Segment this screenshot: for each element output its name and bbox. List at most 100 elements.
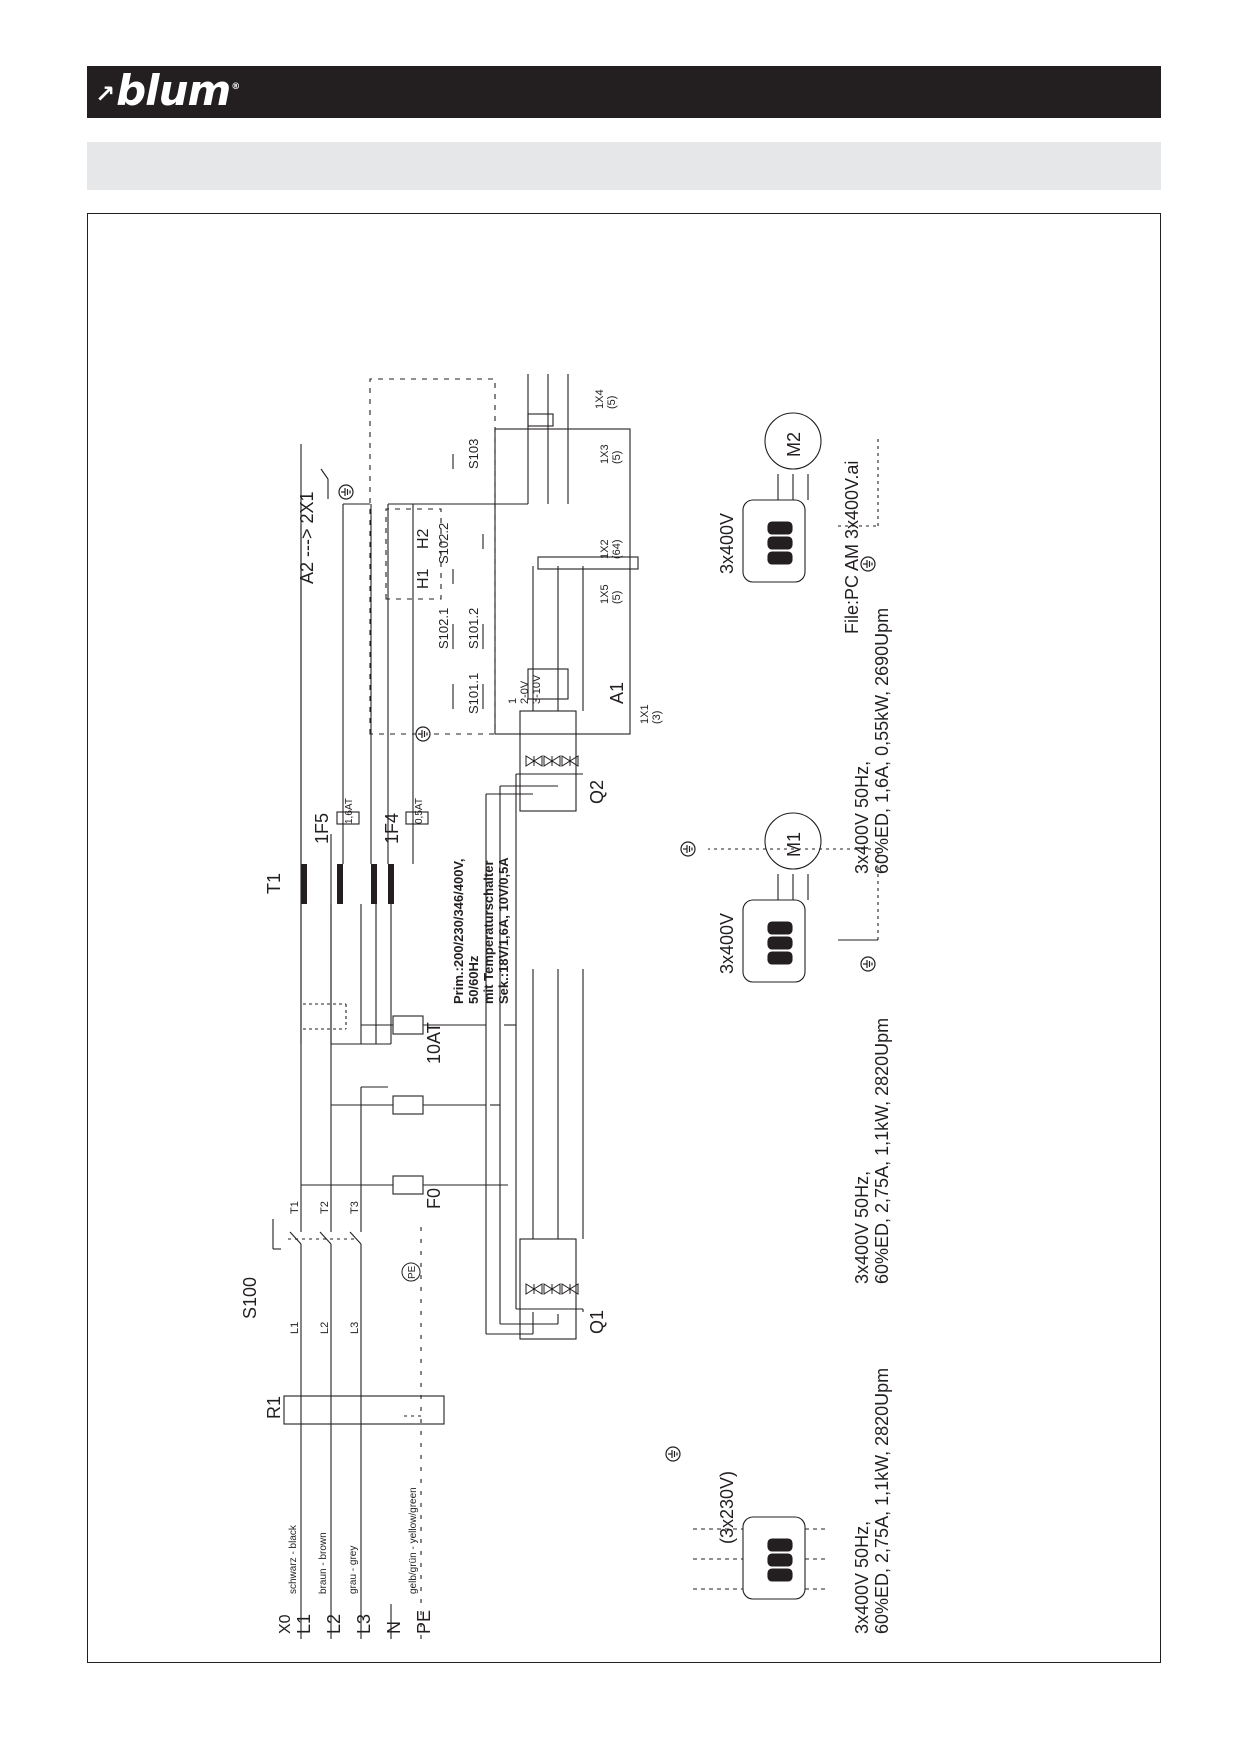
x0-color-pe: gelb/grün - yellow/green [408, 1487, 419, 1594]
f0-label: F0 [424, 1188, 444, 1209]
s102-1-label: S102.1 [436, 608, 451, 649]
x0-label: X0 [277, 1614, 294, 1634]
q2-thyristor-icons [525, 755, 579, 767]
m1-label: M1 [784, 832, 804, 857]
x0-line-label-l3: L3 [354, 1614, 374, 1634]
pe-badge-label: PE [407, 1265, 418, 1279]
header-bar: ↗blum® [87, 66, 1161, 118]
x1-sub: (3) [651, 711, 663, 724]
a1-board [494, 413, 639, 735]
f5-rating: 1,6AT [344, 798, 355, 824]
x2-sub: (64) [611, 539, 623, 559]
x4-sub: (5) [606, 396, 618, 409]
m1-spec-line1: 3x400V 50Hz, [852, 1171, 872, 1284]
s100-out-t2: T2 [319, 1201, 331, 1214]
t1-spec-line3: mit Temperaturschalter [481, 860, 496, 1004]
control-ground-icon [338, 484, 354, 500]
m1-spec-line2: 60%ED, 2,75A, 1,1kW, 2820Upm [872, 1018, 892, 1284]
t1-ground-icon [415, 726, 431, 742]
q2-contactor [519, 566, 584, 812]
file-label: File:PC AM 3x400V.ai [842, 461, 862, 634]
m2-spec-line1: 3x400V 50Hz, [852, 761, 872, 874]
contactor-feed-buses [485, 773, 583, 1335]
title-band [87, 142, 1161, 190]
t1-transformer [300, 504, 429, 1045]
m2-terminal-box [742, 474, 809, 583]
logo-arrow-icon: ↗ [95, 79, 115, 108]
m1-frame-ground-icon [680, 841, 696, 857]
drawing-frame: X0 L1 L2 L3 N PE schwarz - black braun -… [87, 213, 1161, 1663]
alt-terminal-box [693, 1516, 828, 1600]
m1-ground-icon [860, 956, 876, 972]
x0-line-label-l2: L2 [324, 1614, 344, 1634]
x5-label: 1X5 [599, 584, 611, 604]
alt-ground-icon [665, 1446, 681, 1462]
m1-voltage: 3x400V [717, 913, 737, 974]
x2-label: 1X2 [599, 539, 611, 559]
q1-label: Q1 [587, 1310, 607, 1334]
x1-pin-3: 3-10V [531, 674, 543, 704]
f4-label: 1F4 [382, 813, 402, 844]
x1-label: 1X1 [639, 704, 651, 724]
a1-label: A1 [607, 682, 627, 704]
t1-label: T1 [264, 873, 284, 894]
f0-fuses [301, 1015, 486, 1195]
s100-out-t3: T3 [349, 1201, 361, 1214]
s101-1-label: S101.1 [466, 673, 481, 714]
x0-line-label-l1: L1 [294, 1614, 314, 1634]
m1-terminal-box [742, 874, 809, 983]
s101-2-label: S101.2 [466, 608, 481, 649]
alt-spec-line2: 60%ED, 2,75A, 1,1kW, 2820Upm [872, 1368, 892, 1634]
m2-label: M2 [784, 432, 804, 457]
m1-motor [764, 812, 822, 870]
h1-label: H1 [415, 568, 432, 589]
x4-label: 1X4 [594, 389, 606, 409]
h2-label: H2 [415, 528, 432, 549]
s100-in-l2: L2 [319, 1322, 331, 1334]
registered-mark-icon: ® [231, 82, 240, 92]
x0-color-grey: grau - grey [348, 1546, 359, 1594]
logo-text: blum [116, 66, 231, 115]
x3-label: 1X3 [599, 444, 611, 464]
x1-pin-2: 2-0V [519, 680, 531, 704]
s100-in-l3: L3 [349, 1322, 361, 1334]
m2-voltage: 3x400V [717, 513, 737, 574]
m2-spec-line2: 60%ED, 1,6A, 0,55kW, 2690Upm [872, 608, 892, 874]
t1-spec-line4: Sek.:18V/1,6A, 10V/0,5A [496, 857, 511, 1004]
control-switches [452, 454, 484, 709]
f4-rating: 0,5AT [414, 798, 425, 824]
s102-2-label: S102.2 [436, 523, 451, 564]
alt-voltage: (3x230V) [717, 1471, 737, 1544]
q1-thyristor-icons [525, 1283, 579, 1295]
a2-output-line [300, 444, 329, 504]
q1-contactor [519, 969, 584, 1340]
control-wiring [343, 374, 569, 505]
control-box [369, 378, 496, 735]
x0-color-black: schwarz - black [288, 1524, 299, 1594]
x0-color-brown: braun - brown [318, 1532, 329, 1594]
m2-motor [764, 412, 822, 470]
m2-ground-icon [860, 556, 876, 572]
alt-spec-line1: 3x400V 50Hz, [852, 1521, 872, 1634]
s100-out-t1: T1 [289, 1201, 301, 1214]
output-label: A2 ---> 2X1 [297, 491, 317, 584]
x0-line-label-pe: PE [414, 1610, 434, 1634]
x1-pin-1: 1 [507, 698, 519, 704]
x5-sub: (5) [611, 591, 623, 604]
t1-spec-line1: Prim.:200/230/346/400V, [451, 858, 466, 1004]
r1-label: R1 [264, 1396, 284, 1419]
wiring-diagram: X0 L1 L2 L3 N PE schwarz - black braun -… [240, 374, 892, 1639]
pe-badge-icon [401, 1262, 421, 1282]
s100-label: S100 [240, 1277, 260, 1319]
mains-wiring [272, 524, 422, 1639]
f5-label: 1F5 [312, 813, 332, 844]
f0-rating: 10AT [424, 1022, 444, 1064]
x3-sub: (5) [611, 451, 623, 464]
blum-logo: ↗blum® [95, 66, 240, 117]
s103-label: S103 [466, 439, 481, 469]
t1-spec-line2: 50/60Hz [466, 955, 481, 1004]
r1-resistor [283, 1395, 445, 1425]
s100-in-l1: L1 [289, 1322, 301, 1334]
x0-line-label-n: N [384, 1621, 404, 1634]
q2-label: Q2 [587, 780, 607, 804]
